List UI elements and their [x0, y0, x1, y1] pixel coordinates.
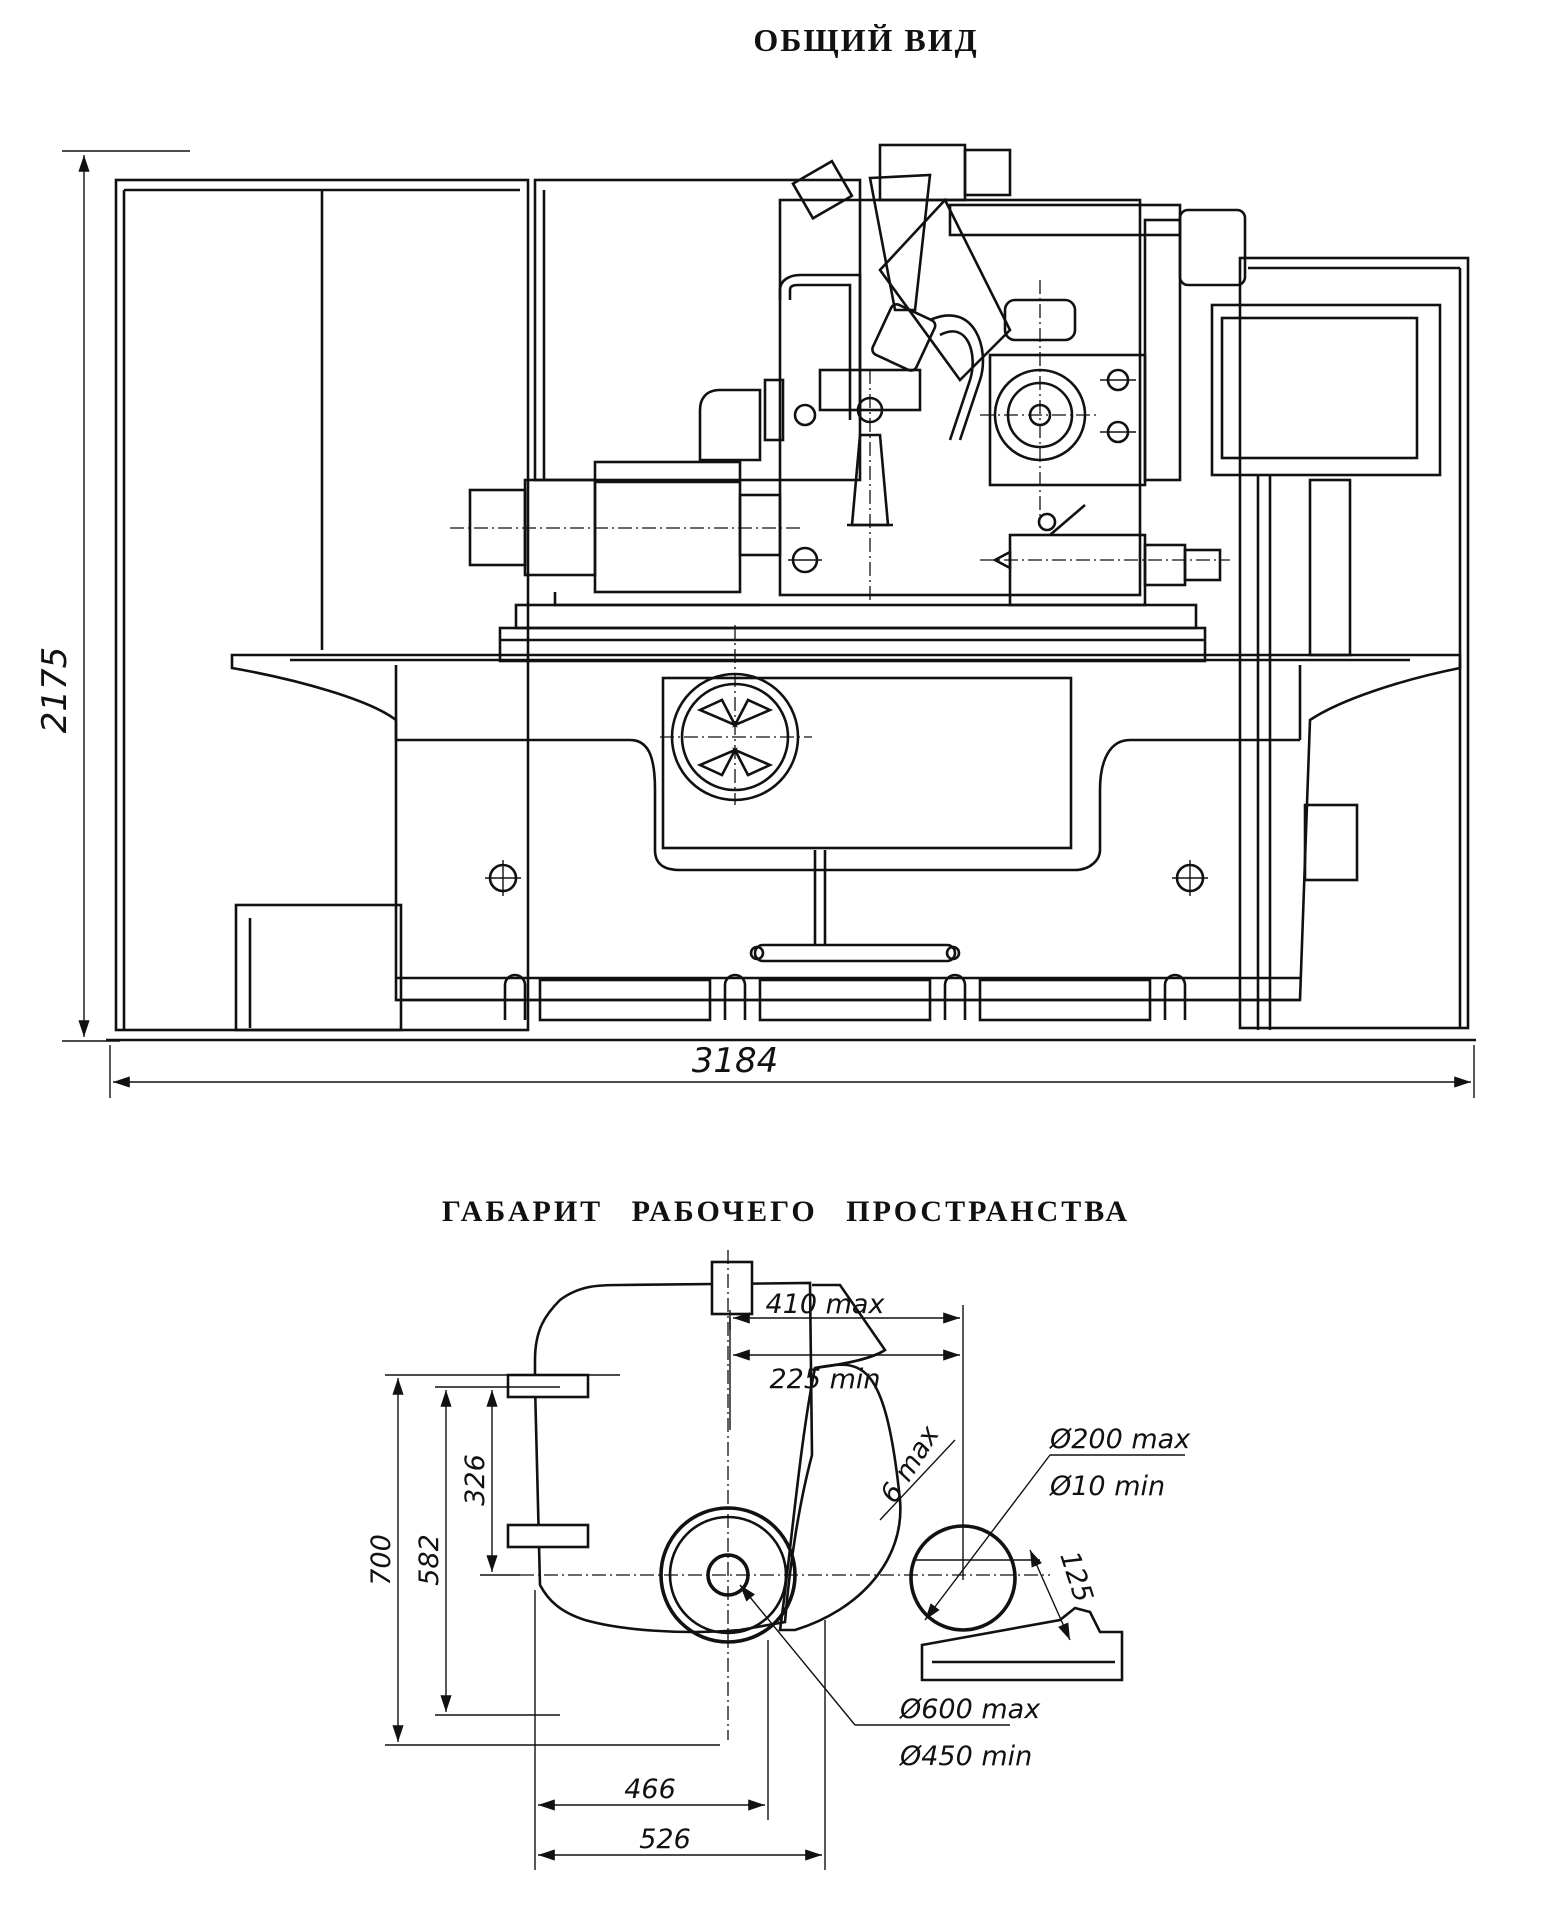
- machine-bed: [230, 625, 1462, 1022]
- dim-700-label: 700: [366, 1534, 397, 1586]
- dim-466-label: 466: [624, 1774, 676, 1805]
- work-space-drawing: 410 max 225 min 6 max Ø200 max Ø10 min 1…: [366, 1250, 1191, 1870]
- height-dimension: [62, 150, 190, 1042]
- general-view-title: ОБЩИЙ ВИД: [753, 22, 979, 58]
- dim-horizontal-top: 410 max 225 min: [729, 1289, 964, 1580]
- work-rest: [920, 1606, 1124, 1682]
- bed-hole-left: [485, 860, 521, 896]
- dim-410-label: 410 max: [766, 1289, 886, 1320]
- table-handwheel: [660, 625, 812, 805]
- wheel-head-body: [533, 1281, 814, 1634]
- dim-d450-label: Ø450 min: [899, 1741, 1032, 1772]
- width-dimension: [109, 1045, 1475, 1098]
- wheel-head: [698, 143, 1142, 600]
- grinding-wheel: [778, 1363, 902, 1632]
- clamp-upper: [506, 1373, 590, 1399]
- dim-526-label: 526: [639, 1824, 691, 1855]
- control-panel: [1210, 303, 1442, 1030]
- dim-vertical: 700 582 326: [366, 1374, 720, 1746]
- dim-6-label: 6 max: [875, 1420, 947, 1509]
- top-clamp: [710, 1260, 754, 1316]
- bed-slots: [503, 973, 1187, 1022]
- bed-lever: [749, 850, 961, 963]
- side-box: [1303, 803, 1359, 882]
- dim-326-label: 326: [460, 1454, 491, 1506]
- headstock: [450, 460, 800, 607]
- bed-hole-right: [1172, 860, 1208, 896]
- dim-6max: 6 max: [875, 1420, 956, 1521]
- work-space-title: ГАБАРИТ РАБОЧЕГО ПРОСТРАНСТВА: [441, 1195, 1131, 1228]
- dim-125-label: 125: [1053, 1548, 1098, 1607]
- width-dimension-label: 3184: [692, 1041, 779, 1081]
- dim-d200-label: Ø200 max: [1049, 1424, 1191, 1455]
- dim-d10-label: Ø10 min: [1049, 1471, 1165, 1502]
- tailstock: [980, 504, 1230, 607]
- dim-wheel-diameter: Ø600 max Ø450 min: [739, 1584, 1041, 1772]
- dim-workpiece-diameter: Ø200 max Ø10 min: [924, 1424, 1191, 1621]
- dim-125: 125: [1029, 1548, 1099, 1641]
- height-dimension-label: 2175: [35, 647, 75, 734]
- general-view-drawing: 2175 3184: [35, 143, 1476, 1098]
- clamp-lower: [506, 1523, 590, 1549]
- work-table: [498, 603, 1207, 663]
- dim-horizontal-bottom: 466 526: [534, 1590, 826, 1870]
- dim-d600-label: Ø600 max: [899, 1694, 1041, 1725]
- drive-motor: [948, 203, 1247, 520]
- dim-582-label: 582: [414, 1534, 445, 1586]
- dim-225-label: 225 min: [769, 1364, 880, 1395]
